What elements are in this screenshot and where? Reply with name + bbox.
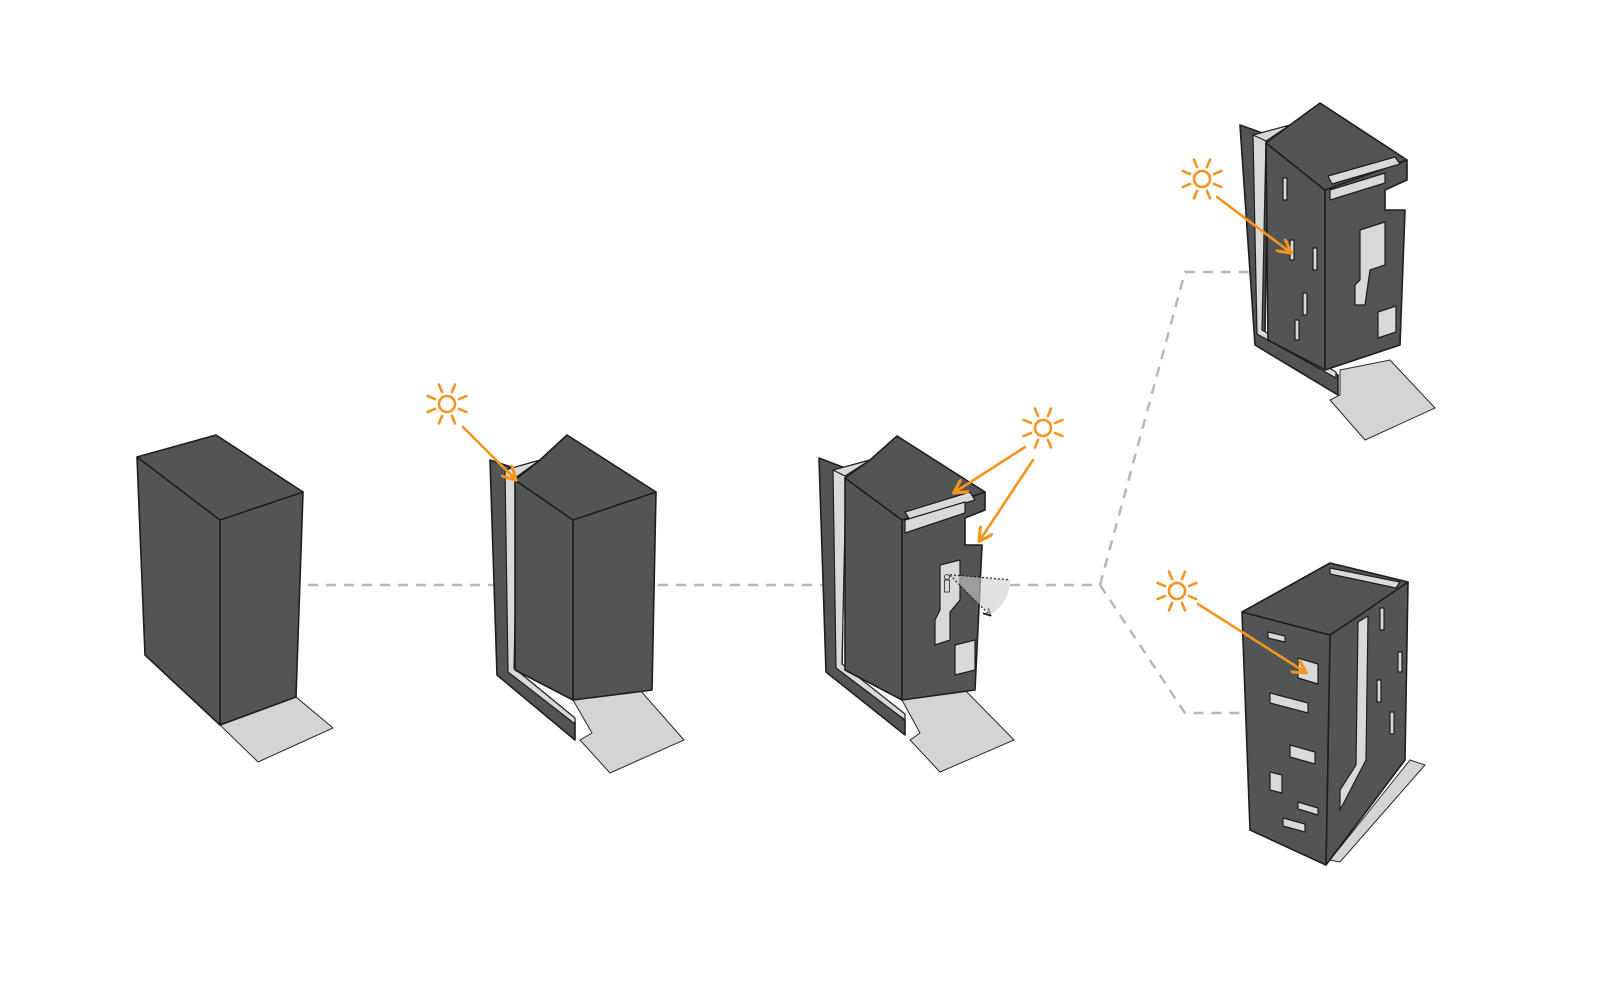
sun-ray [457,394,468,401]
building-3-carved [818,435,1015,773]
sun-icon [426,383,468,425]
sun-ray [1022,418,1033,425]
building-2-slot-cut [489,434,685,774]
sunlight-arrow [1215,195,1290,252]
sun-ray [450,414,457,425]
roof-skylight [1329,567,1401,589]
sun-ray [1053,431,1064,438]
sun-ray [450,383,457,394]
sunlight-arrow [461,425,515,479]
sunlight-arrows [461,195,1305,672]
sun-ray [1181,182,1192,189]
roof-skylight [904,491,976,521]
roof [136,434,304,521]
building-1-solid-mass [136,434,334,763]
sun-ray [1046,407,1053,418]
sun-ray [426,394,437,401]
sunlight-arrow [955,445,1027,492]
slot-opening [1339,615,1369,811]
right-face [219,491,304,726]
sun-ray [1187,594,1198,601]
sun-ray [1212,169,1223,176]
sun-ray [1192,189,1199,200]
sun-ray [1181,169,1192,176]
sun-ray [1053,418,1064,425]
sun-ray [1180,570,1187,581]
sun-ray [1033,407,1040,418]
view-cone [950,575,1011,615]
sun-ray [1187,581,1198,588]
sun-ray [1156,581,1167,588]
carved-void [934,559,961,646]
sun-ray [1022,431,1033,438]
sun-ray [1033,438,1040,449]
sunlight-arrow [980,458,1035,540]
roof-notch [1252,124,1291,142]
sun-ray [1205,189,1212,200]
sun-ray [457,407,468,414]
sun-icon [1181,158,1223,200]
window [1377,305,1397,339]
clerestory-window [904,501,966,534]
right-face [572,491,657,701]
sun-ray [1212,182,1223,189]
shadow [901,689,1015,773]
sunlight-arrow [1196,602,1305,672]
sun-icon [1022,407,1064,449]
building-5-west-view [1241,562,1426,866]
person-icon [944,574,950,593]
window [954,639,976,676]
shadow [1329,759,1426,863]
sun-ray [437,383,444,394]
sun-ray [437,414,444,425]
roof-notch [832,459,871,477]
building-4-east-view [1239,102,1436,441]
roof-skylight [1327,156,1401,185]
connector-fork-bottom [1098,584,1272,715]
shadow [572,689,685,774]
sun-ray [1167,570,1174,581]
clerestory-window [1329,172,1386,201]
connector-lines [290,270,1278,715]
carved-void [1354,221,1386,306]
suns [426,158,1223,612]
connector-fork-top [1098,270,1278,586]
sun-ray [1192,158,1199,169]
sun-ray [1205,158,1212,169]
sun-ray [426,407,437,414]
sun-ray [1156,594,1167,601]
sun-ray [1180,601,1187,612]
sun-ray [1046,438,1053,449]
shadow [1329,359,1436,441]
sun-icon [1156,570,1198,612]
sun-ray [1167,601,1174,612]
